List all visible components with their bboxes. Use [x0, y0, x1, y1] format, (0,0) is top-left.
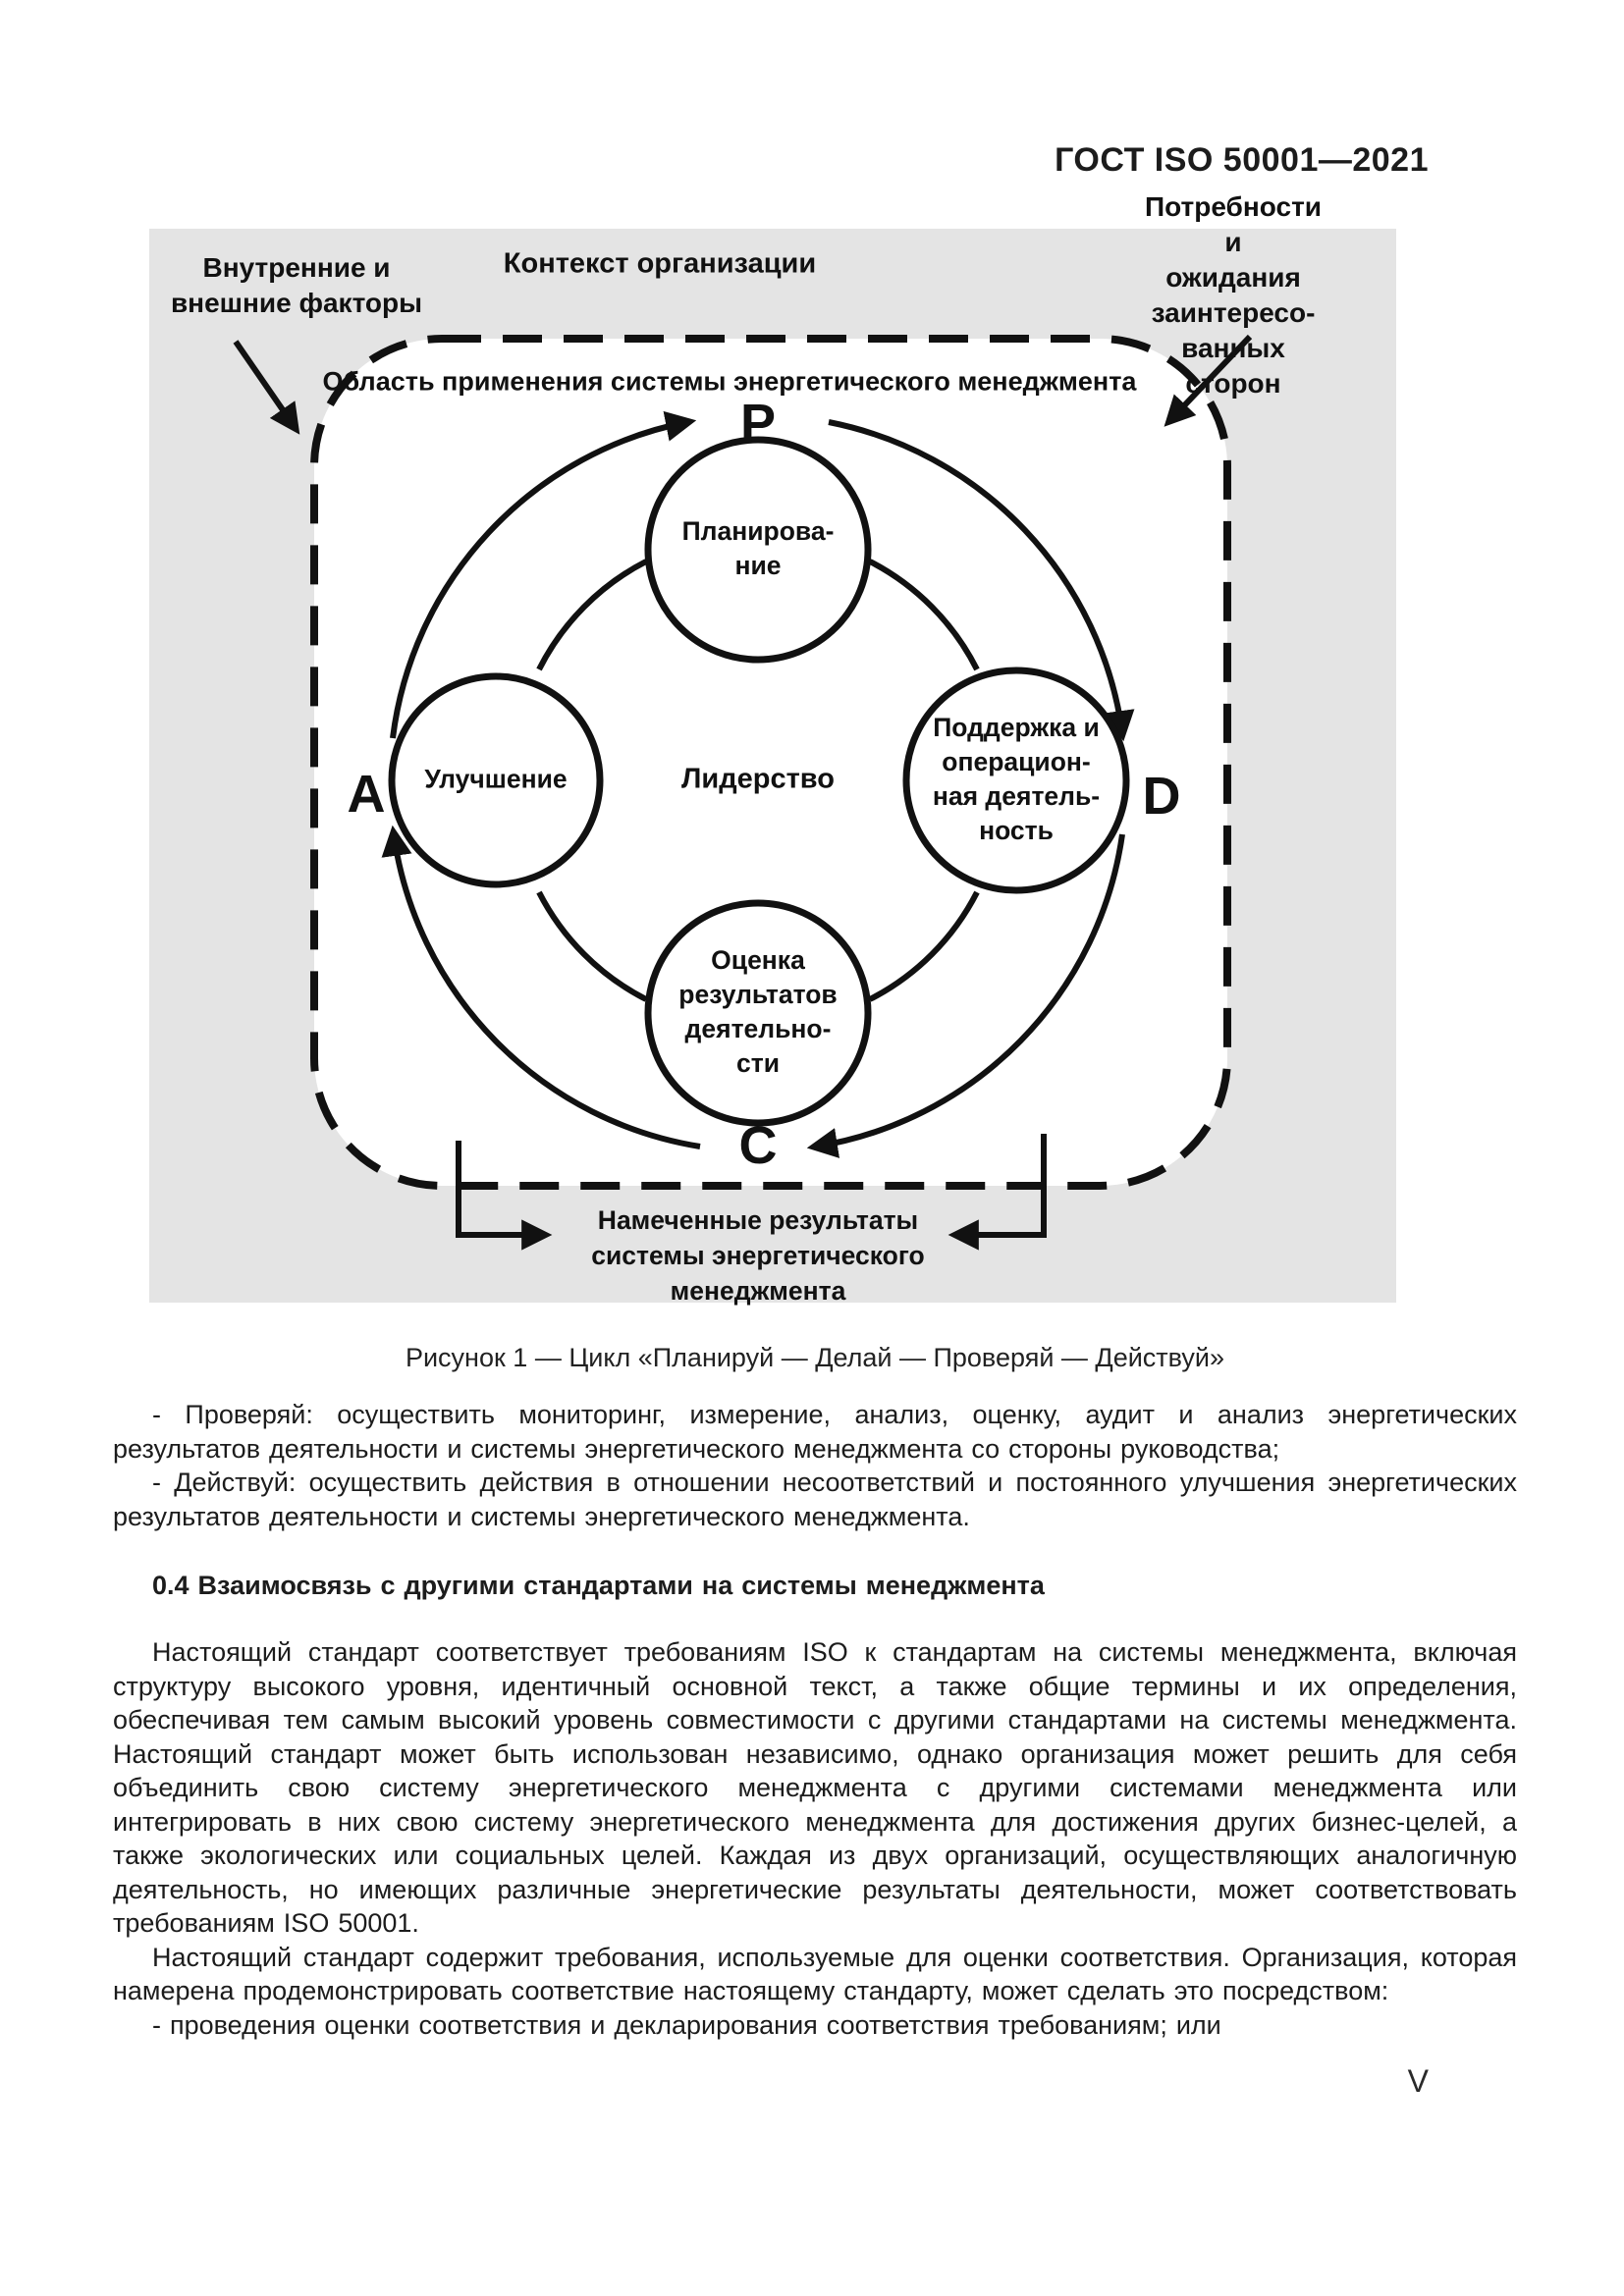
performance-evaluation-circle [644, 899, 872, 1127]
paragraph-relationship-1: Настоящий стандарт соответствует требова… [113, 1637, 1517, 1938]
paragraph-check: - Проверяй: осуществить мониторинг, изме… [113, 1400, 1517, 1464]
needs-expectations-label: Потребности и ожидания заинтересо- ванны… [1145, 191, 1322, 399]
page-number: V [1407, 2063, 1429, 2099]
inner-ring-connectors [536, 559, 980, 1002]
needs-expectations-arrow [1164, 334, 1253, 427]
intended-outcomes-label: Намеченные результаты системы энергетиче… [591, 1205, 925, 1306]
improvement-label: Улучшение [424, 764, 568, 794]
figure-1-pdca-diagram: Контекст организации Внутренние и внешни… [149, 191, 1396, 1306]
running-header: ГОСТ ISO 50001—2021 [1055, 141, 1429, 179]
paragraph-relationship-2: Настоящий стандарт содержит требования, … [113, 1942, 1517, 2006]
arc-check-to-act [381, 825, 701, 1149]
enms-scope-label: Область применения системы энергетическо… [322, 366, 1137, 397]
support-operations-circle [902, 667, 1130, 894]
performance-evaluation-label: Оценка результатов деятельно- сти [678, 945, 838, 1078]
body-text: - Проверяй: осуществить мониторинг, изме… [113, 1398, 1517, 2042]
list-item-assessment: - проведения оценки соответствия и декла… [152, 2009, 1221, 2040]
pdca-cycle-graphics [233, 334, 1253, 1251]
arc-do-to-check [806, 833, 1125, 1158]
arc-plan-to-do [828, 419, 1135, 742]
letter-plan: P [739, 394, 777, 453]
internal-external-issues-arrow [233, 340, 300, 435]
leadership-label: Лидерство [681, 763, 835, 795]
outcomes-arrow-left [456, 1141, 553, 1251]
arc-act-to-plan [390, 410, 697, 739]
letter-do: D [1142, 767, 1181, 826]
planning-circle [644, 436, 872, 664]
support-operations-label: Поддержка и операцион- ная деятель- ност… [932, 713, 1101, 845]
outcomes-arrow-right [947, 1134, 1047, 1251]
figure-caption: Рисунок 1 — Цикл «Планируй — Делай — Про… [405, 1343, 1225, 1372]
context-of-organization-label: Контекст организации [503, 247, 817, 280]
planning-label: Планирова- ние [681, 516, 835, 580]
letter-act: A [347, 765, 386, 824]
enms-boundary-dashed-box [310, 335, 1231, 1190]
section-heading-0-4: 0.4 Взаимосвязь с другими стандартами на… [152, 1571, 1045, 1600]
improvement-circle [388, 672, 604, 888]
letter-check: C [738, 1116, 778, 1175]
internal-external-issues-label: Внутренние и внешние факторы [170, 252, 423, 318]
paragraph-act: - Действуй: осуществить действия в отнош… [113, 1468, 1517, 1531]
